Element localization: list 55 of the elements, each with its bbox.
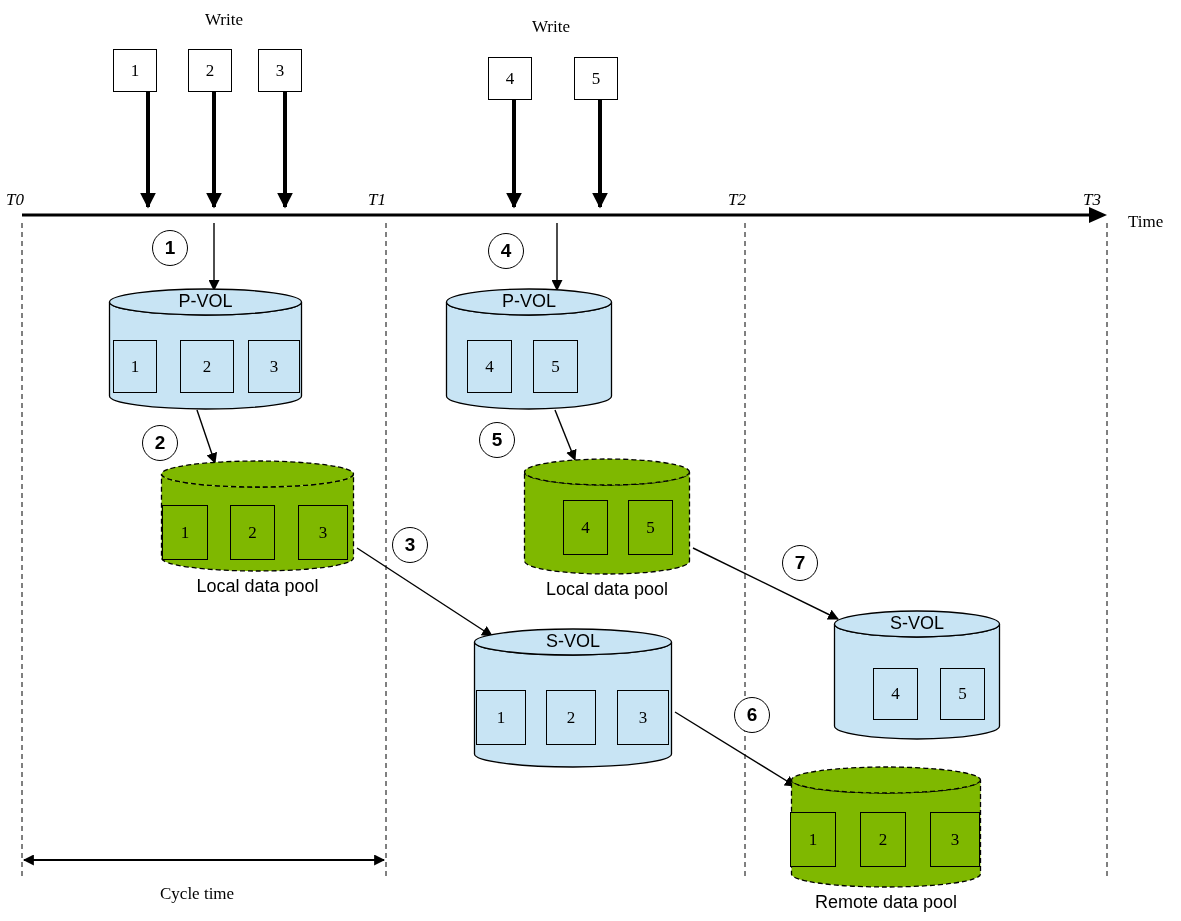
data-block: 1 [790, 812, 836, 867]
arrow [506, 100, 522, 209]
data-block: 2 [230, 505, 275, 560]
data-block: 4 [563, 500, 608, 555]
write-request-box: 3 [258, 49, 302, 92]
data-block: 3 [930, 812, 980, 867]
write-request-box: 1 [113, 49, 157, 92]
write-request-box: 5 [574, 57, 618, 100]
data-block: 3 [617, 690, 669, 745]
data-block: 2 [180, 340, 234, 393]
step-number: 6 [734, 697, 770, 733]
data-block: 1 [162, 505, 208, 560]
volume-label: P-VOL [177, 291, 234, 312]
arrow [277, 92, 293, 209]
data-block: 3 [298, 505, 348, 560]
data-block: 4 [873, 668, 918, 720]
write-request-box: 2 [188, 49, 232, 92]
data-block: 1 [476, 690, 526, 745]
text-label: Time [1128, 212, 1164, 232]
data-block: 4 [467, 340, 512, 393]
time-marker: T1 [368, 190, 386, 210]
arrow [554, 409, 577, 461]
time-marker: T3 [1083, 190, 1101, 210]
step-number: 4 [488, 233, 524, 269]
volume-label: P-VOL [501, 291, 557, 312]
volume-label: S-VOL [889, 613, 945, 634]
pool-label: Remote data pool [813, 892, 959, 913]
data-block: 3 [248, 340, 300, 393]
arrow [356, 547, 493, 637]
arrow [140, 92, 156, 209]
data-block: 5 [533, 340, 578, 393]
data-block: 1 [113, 340, 157, 393]
step-number: 7 [782, 545, 818, 581]
step-number: 3 [392, 527, 428, 563]
data-block: 2 [860, 812, 906, 867]
step-number: 2 [142, 425, 178, 461]
write-request-box: 4 [488, 57, 532, 100]
arrow [551, 222, 563, 292]
arrow [592, 100, 608, 209]
text-label: Write [532, 17, 571, 37]
arrow [196, 409, 217, 465]
text-label: Cycle time [160, 884, 235, 904]
time-marker: T0 [6, 190, 24, 210]
pool-label: Local data pool [195, 576, 320, 597]
step-number: 5 [479, 422, 515, 458]
data-block: 5 [940, 668, 985, 720]
pool-label: Local data pool [544, 579, 670, 600]
arrow [692, 547, 839, 620]
data-block: 5 [628, 500, 673, 555]
step-number: 1 [152, 230, 188, 266]
time-marker: T2 [728, 190, 746, 210]
text-label: Write [205, 10, 244, 30]
arrow [206, 92, 222, 209]
volume-label: S-VOL [545, 631, 601, 652]
data-block: 2 [546, 690, 596, 745]
